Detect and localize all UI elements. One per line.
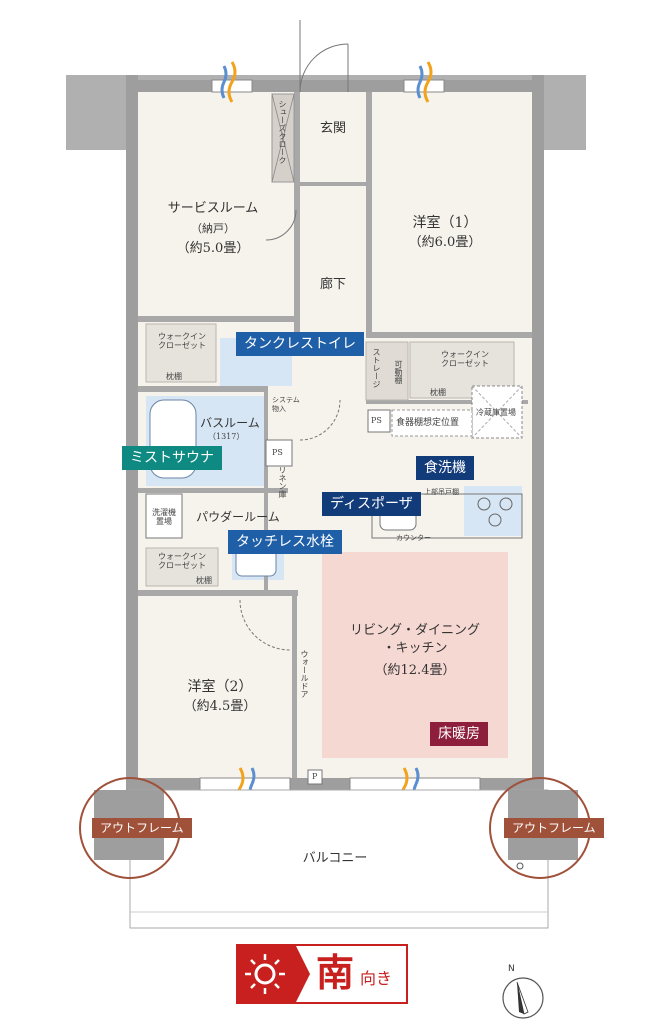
north-mark-label: N [508, 964, 515, 974]
floor-heating-tag: 床暖房 [430, 722, 488, 746]
touchless-faucet-tag: タッチレス水栓 [228, 530, 342, 554]
south-suffix: 向き [360, 969, 393, 988]
tableware-label: 食器棚想定位置 [396, 418, 460, 428]
south-orientation-badge: 南 向き [236, 944, 408, 1004]
western1-label: 洋室（1） [412, 215, 478, 231]
service-room-label: サービスルーム [167, 201, 259, 216]
linen-label: リネン庫 [278, 466, 287, 498]
shoe-cloak-label: シューズクローク [278, 100, 287, 164]
western2-label: 洋室（2） [187, 679, 253, 695]
pillow-shelf-label-3: 枕棚 [196, 576, 212, 585]
ldk-size-label: （約12.4畳） [374, 663, 456, 678]
walkin-closet-1-label: ウォークイン クローゼット [441, 350, 489, 368]
sun-icon [245, 954, 285, 994]
sun-icon-panel [238, 946, 296, 1002]
ldk-label: リビング・ダイニング ・キッチン [349, 623, 480, 656]
upper-cabinet-label: 上部吊戸棚 [424, 488, 459, 496]
walkin-closet-2-label: ウォークイン クローゼット [158, 332, 206, 350]
mist-sauna-tag: ミストサウナ [122, 446, 222, 470]
ps-label-kitchen: PS [371, 416, 382, 425]
counter-label: カウンター [396, 534, 431, 542]
disposer-tag: ディスポーザ [322, 492, 421, 516]
outframe-left-tag: アウトフレーム [92, 818, 192, 838]
pillow-shelf-label-2: 枕棚 [430, 388, 446, 397]
storage-label: ストレージ [372, 348, 381, 388]
service-room-size-label: （約5.0畳） [176, 241, 250, 256]
movable-shelf-label: 可動棚 [394, 360, 403, 384]
outframe-right-tag: アウトフレーム [504, 818, 604, 838]
system-storage-label: システム 物入 [272, 396, 300, 413]
bathroom-size-label: （1317） [208, 432, 245, 441]
washer-label: 洗濯機 置場 [152, 508, 176, 526]
balcony-label: バルコニー [302, 851, 368, 866]
western1-size-label: （約6.0畳） [408, 235, 482, 250]
tankless-toilet-tag: タンクレストイレ [236, 332, 364, 356]
p-mark-label: P [312, 772, 318, 781]
bathroom-label: バスルーム [200, 416, 260, 430]
service-room-sub-label: （納戸） [191, 222, 235, 235]
dishwasher-tag: 食洗機 [416, 456, 474, 480]
entrance-label: 玄関 [319, 121, 346, 136]
walkin-closet-3-label: ウォークイン クローゼット [158, 552, 206, 570]
fridge-label: 冷蔵庫置場 [476, 408, 516, 417]
pillow-shelf-label: 枕棚 [166, 372, 182, 381]
corridor-label: 廊下 [319, 277, 346, 292]
north-arrow: N [498, 964, 548, 1020]
badge-arrow [296, 946, 310, 1002]
floor-plan [66, 20, 591, 929]
compass-icon [502, 977, 544, 1019]
wall-door-label: ウォールドア [300, 650, 309, 698]
ps-label-bath: PS [272, 448, 283, 457]
powder-room-label: パウダールーム [196, 510, 280, 524]
south-kanji: 南 [316, 950, 355, 995]
western2-size-label: （約4.5畳） [183, 699, 257, 714]
